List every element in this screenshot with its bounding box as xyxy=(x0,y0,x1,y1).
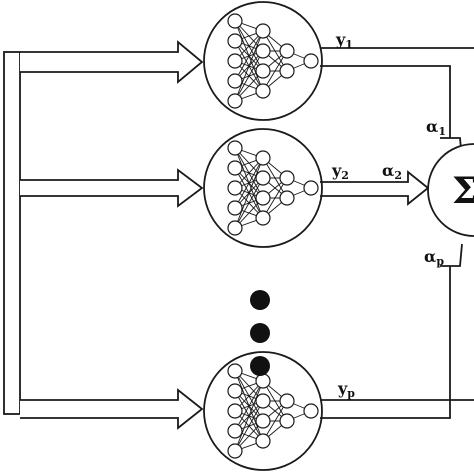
ellipsis-dot xyxy=(250,290,270,310)
svg-text:y2: y2 xyxy=(331,161,349,182)
neuron xyxy=(255,43,271,59)
neuron xyxy=(227,403,243,419)
neuron xyxy=(255,150,271,166)
neuron xyxy=(227,423,243,439)
connection xyxy=(234,157,264,229)
weight-label-p: α xyxy=(424,247,436,266)
neuron xyxy=(255,170,271,186)
input-arrow-p xyxy=(20,388,204,430)
ellipsis-dot xyxy=(250,323,270,343)
neuron xyxy=(255,63,271,79)
weight-label-1: α xyxy=(426,117,438,136)
neuron xyxy=(227,93,243,109)
neuron xyxy=(279,190,295,206)
neuron xyxy=(279,63,295,79)
neuron xyxy=(255,83,271,99)
weight-labels: α1 α2 αp xyxy=(382,117,446,268)
output-labels: y1 y2 yp xyxy=(331,30,355,400)
neuron xyxy=(255,393,271,409)
inner-networks xyxy=(227,13,319,459)
svg-text:αp: αp xyxy=(424,247,444,268)
inner-network-1 xyxy=(227,13,319,109)
connection xyxy=(234,30,264,102)
svg-text:yp: yp xyxy=(337,379,355,400)
neuron xyxy=(279,43,295,59)
network-1 xyxy=(203,1,323,121)
neuron xyxy=(227,53,243,69)
network-circles xyxy=(203,1,323,471)
ellipsis-dots xyxy=(250,290,270,376)
ellipsis-dot xyxy=(250,356,270,376)
weight-label-2: α xyxy=(382,161,394,180)
connection xyxy=(262,400,288,442)
neuron xyxy=(227,220,243,236)
connection xyxy=(234,177,264,229)
connection xyxy=(234,400,264,452)
svg-text:α1: α1 xyxy=(426,117,446,138)
connection xyxy=(234,380,264,432)
input-arrow-2 xyxy=(20,168,204,208)
connection xyxy=(234,50,264,102)
neuron xyxy=(303,180,319,196)
arrowhead-p xyxy=(440,243,463,267)
connection xyxy=(234,380,264,452)
neuron xyxy=(227,33,243,49)
network-p xyxy=(203,351,323,471)
neuron xyxy=(255,210,271,226)
output-label-p: y xyxy=(337,379,348,398)
neuron xyxy=(227,73,243,89)
neuron xyxy=(255,23,271,39)
neuron xyxy=(279,413,295,429)
neuron xyxy=(227,200,243,216)
neuron xyxy=(255,413,271,429)
input-bus xyxy=(3,51,21,415)
network-2 xyxy=(203,128,323,248)
svg-text:α2: α2 xyxy=(382,161,402,182)
neuron xyxy=(255,190,271,206)
neuron xyxy=(227,363,243,379)
svg-text:y1: y1 xyxy=(335,30,353,51)
inner-network-3 xyxy=(227,363,319,459)
connection xyxy=(234,157,264,209)
neuron xyxy=(227,443,243,459)
neuron xyxy=(227,140,243,156)
output-path-1 xyxy=(320,47,474,138)
neuron xyxy=(227,13,243,29)
output-path-p xyxy=(320,266,474,419)
connection xyxy=(234,30,264,82)
output-label-2: y xyxy=(331,161,342,180)
neuron xyxy=(279,393,295,409)
input-arrows xyxy=(20,40,204,430)
inner-network-2 xyxy=(227,140,319,236)
connection xyxy=(262,177,288,219)
output-connectors xyxy=(320,47,474,419)
sum-node: Σ xyxy=(427,143,474,237)
neuron xyxy=(227,180,243,196)
neuron xyxy=(255,373,271,389)
connection xyxy=(262,50,288,92)
neuron xyxy=(255,433,271,449)
sum-symbol: Σ xyxy=(452,170,474,212)
neuron xyxy=(227,160,243,176)
neuron xyxy=(303,403,319,419)
output-label-1: y xyxy=(335,30,346,49)
input-arrow-1 xyxy=(20,40,204,84)
neuron xyxy=(303,53,319,69)
neuron xyxy=(279,170,295,186)
neuron xyxy=(227,383,243,399)
